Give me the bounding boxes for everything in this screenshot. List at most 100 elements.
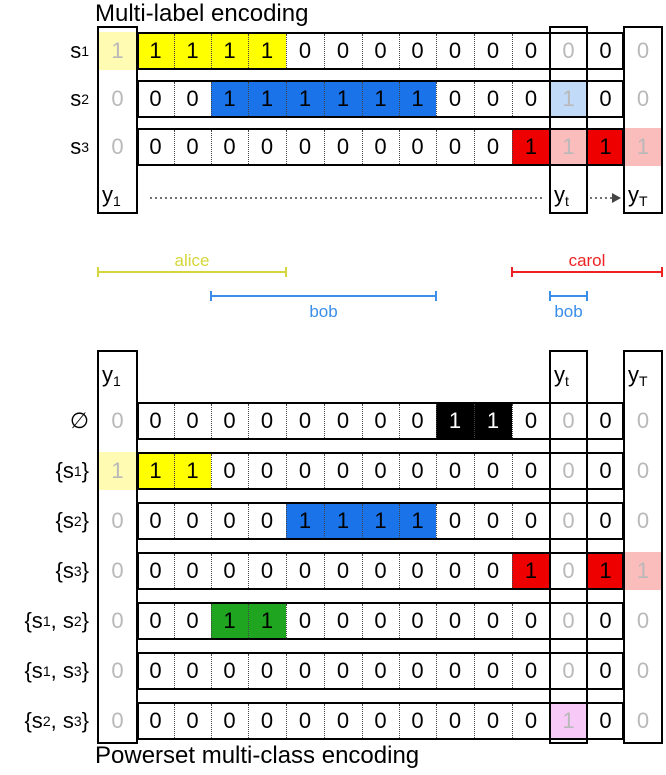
powerset-row-separator	[324, 704, 325, 738]
powerset-row-separator	[211, 454, 212, 488]
powerset-row-separator	[286, 704, 287, 738]
powerset-row-cell: 0	[524, 508, 538, 533]
powerset-row-cell: 0	[111, 508, 124, 533]
powerset-row-cell: 0	[486, 458, 500, 483]
powerset-row-separator	[286, 404, 287, 438]
multilabel-row-cell: 0	[336, 134, 350, 159]
multilabel-row-separator	[324, 82, 325, 116]
powerset-row-cell: 0	[562, 608, 575, 633]
powerset-row-separator	[211, 704, 212, 738]
powerset-row-cell: 0	[411, 458, 424, 483]
powerset-row-separator	[512, 654, 513, 688]
multilabel-row-cell: 1	[587, 128, 624, 166]
powerset-row-separator	[362, 404, 363, 438]
multilabel-row-separator	[512, 82, 513, 116]
powerset-row-separator	[248, 554, 249, 588]
multilabel-row-separator	[399, 82, 400, 116]
powerset-row-cell: 0	[111, 408, 124, 433]
powerset-row-cell: 0	[562, 508, 575, 533]
powerset-row-separator	[399, 554, 400, 588]
multilabel-row-separator	[362, 82, 363, 116]
multilabel-row-cell: 0	[448, 86, 462, 111]
multilabel-row-separator	[362, 130, 363, 164]
powerset-row-cell: 0	[260, 458, 274, 483]
powerset-row-cell: 0	[411, 558, 424, 583]
multilabel-row-separator	[362, 34, 363, 68]
multilabel-row-cell: 0	[186, 86, 199, 111]
multilabel-row-cell: 0	[111, 86, 124, 111]
multilabel-row-cell: 0	[111, 134, 124, 159]
multilabel-row-separator	[324, 130, 325, 164]
multilabel-row-cell: 0	[149, 86, 162, 111]
powerset-row-separator	[286, 454, 287, 488]
powerset-row-separator	[399, 604, 400, 638]
multilabel-row-separator	[324, 34, 325, 68]
multilabel-row-separator	[399, 34, 400, 68]
powerset-row-cell: 0	[186, 608, 199, 633]
multilabel-row-separator	[248, 82, 249, 116]
powerset-row-separator	[324, 604, 325, 638]
powerset-row-cell: 0	[448, 608, 462, 633]
powerset-row-separator	[512, 454, 513, 488]
multilabel-y1-frame-label: y1	[102, 182, 121, 209]
multilabel-row-separator	[474, 130, 475, 164]
multilabel-row-cell: 1	[362, 80, 399, 118]
powerset-row-cell: 0	[336, 458, 350, 483]
powerset-row-separator	[211, 504, 212, 538]
powerset-row-cell: 0	[260, 658, 274, 683]
powerset-row-separator	[362, 454, 363, 488]
multilabel-row-cell: 1	[550, 128, 587, 166]
multilabel-row-cell: 1	[211, 80, 248, 118]
powerset-row-cell: 0	[486, 558, 500, 583]
multilabel-row-cell: 0	[223, 134, 236, 159]
powerset-row-cell: 0	[336, 608, 350, 633]
powerset-row-cell: 0	[562, 658, 575, 683]
powerset-row-cell: 0	[562, 558, 575, 583]
multilabel-row-separator	[286, 82, 287, 116]
multilabel-y1-frame	[97, 26, 138, 214]
multilabel-row-separator	[248, 130, 249, 164]
multilabel-row-cell: 0	[298, 38, 312, 63]
powerset-row-cell: 0	[599, 508, 612, 533]
multi-label-title: Multi-label encoding	[95, 0, 309, 27]
powerset-row-separator	[286, 604, 287, 638]
powerset-row-cell: 0	[336, 558, 350, 583]
powerset-row-cell: 0	[524, 708, 538, 733]
powerset-row-separator	[436, 504, 437, 538]
powerset-row-separator	[286, 554, 287, 588]
powerset-row-cell: 0	[448, 458, 462, 483]
powerset-row-separator	[211, 654, 212, 688]
powerset-yT-frame-label: yT	[628, 362, 648, 389]
powerset-row-cell: 0	[411, 408, 424, 433]
powerset-row-cell: 0	[223, 458, 236, 483]
powerset-row-cell: 0	[448, 558, 462, 583]
powerset-y1-frame	[97, 350, 138, 744]
segment-label-bob: bob	[309, 302, 338, 321]
powerset-row-cell: 1	[399, 502, 436, 540]
powerset-row-cell: 0	[111, 708, 124, 733]
multilabel-row-cell: 0	[562, 38, 575, 63]
powerset-row-cell: 0	[374, 458, 387, 483]
multilabel-row-separator	[474, 82, 475, 116]
powerset-row-separator	[362, 704, 363, 738]
powerset-row-separator	[399, 454, 400, 488]
powerset-row-cell: 0	[336, 658, 350, 683]
powerset-row-separator	[474, 554, 475, 588]
powerset-row-separator	[474, 404, 475, 438]
powerset-row-cell: 0	[448, 658, 462, 683]
multilabel-row-separator	[436, 82, 437, 116]
powerset-row-cell: 1	[98, 452, 137, 490]
powerset-yt-frame	[549, 350, 588, 744]
powerset-row-separator	[286, 654, 287, 688]
powerset-row-separator	[211, 404, 212, 438]
powerset-yt-frame-label: yt	[554, 362, 569, 389]
multilabel-row-cell: 0	[149, 134, 162, 159]
multilabel-row-separator	[286, 130, 287, 164]
powerset-row-cell: 0	[486, 608, 500, 633]
powerset-row-cell: 1	[211, 602, 248, 640]
powerset-row-cell: 1	[324, 502, 362, 540]
multilabel-yt-frame-label: yt	[554, 182, 569, 209]
